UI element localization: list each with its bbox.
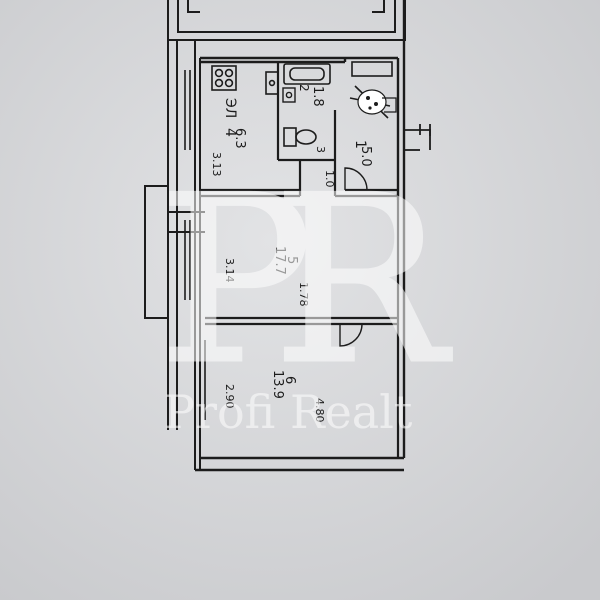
room-5-area: 17.7 <box>272 246 287 275</box>
room-labels: 4 6.3 ЭЛ 3.13 2 1.8 3 1.0 1 5.0 5 17.7 3… <box>210 84 373 423</box>
dim-3-13: 3.13 <box>210 152 223 177</box>
apartment-walls <box>195 0 406 472</box>
room-2-number: 2 <box>297 84 311 92</box>
bathtub-icon <box>283 63 331 85</box>
watermark-text: Profi Realt <box>164 385 413 439</box>
washbasin-icon <box>282 87 296 103</box>
dim-4-80: 4.80 <box>313 398 326 423</box>
room-6-area: 13.9 <box>270 370 285 399</box>
balcony <box>144 185 205 319</box>
room-3-number: 3 <box>314 146 327 153</box>
room-4-number: 4 <box>222 128 238 137</box>
dim-1-78: 1.78 <box>297 282 310 307</box>
room-5-number: 5 <box>284 256 299 264</box>
room-4-area: 6.3 <box>232 128 247 149</box>
sink-icon <box>265 71 279 95</box>
toilet-icon <box>283 127 317 147</box>
windows-left <box>184 70 206 420</box>
room-2-area: 1.8 <box>310 86 325 107</box>
dim-3-14: 3.14 <box>223 258 236 283</box>
room-3-area: 1.0 <box>323 170 336 188</box>
room-1-area: 5.0 <box>358 146 373 167</box>
doors <box>299 167 368 347</box>
right-wall-details <box>404 124 431 151</box>
room-6-number: 6 <box>282 376 297 384</box>
stove-icon <box>211 65 237 91</box>
entrance-mark <box>357 89 397 115</box>
dim-2-90: 2.90 <box>223 384 236 409</box>
stove-mark: ЭЛ <box>222 98 238 118</box>
room-1-number: 1 <box>352 140 368 149</box>
